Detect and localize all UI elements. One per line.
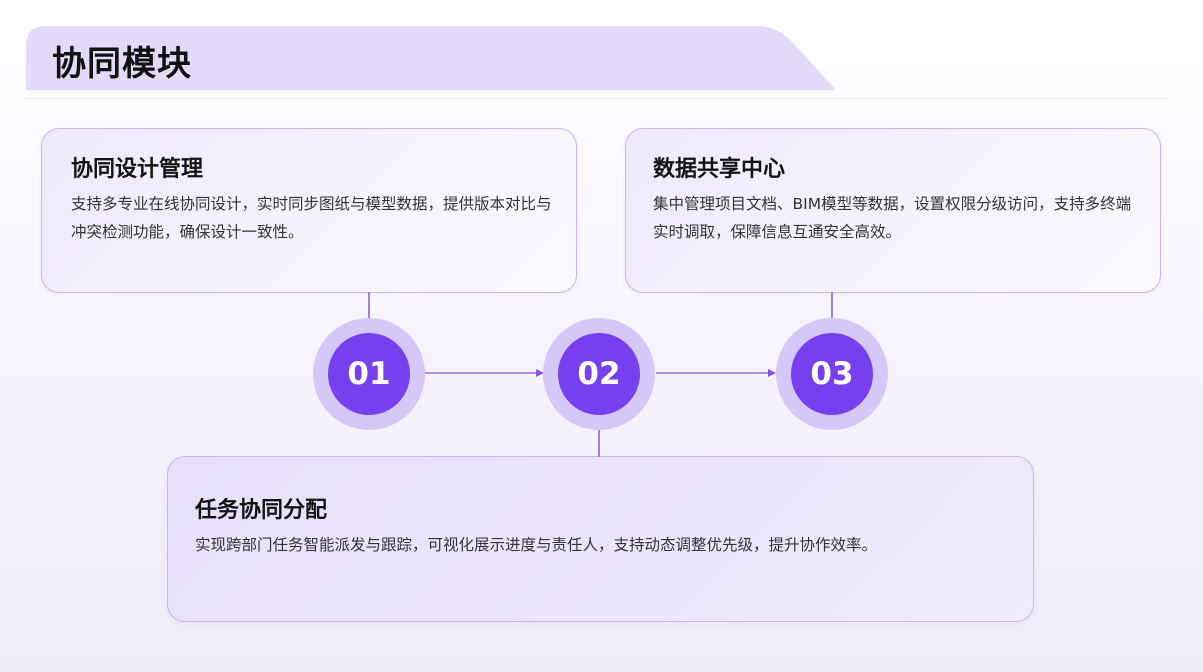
card-title: 任务协同分配 [195,498,328,523]
card-description: 支持多专业在线协同设计，实时同步图纸与模型数据，提供版本对比与冲突检测功能，确保… [71,195,552,241]
card-title: 协同设计管理 [71,157,204,182]
card-description: 实现跨部门任务智能派发与跟踪，可视化展示进度与责任人，支持动态调整优先级，提升协… [195,536,878,554]
step-circle-02: 02 [543,318,655,430]
connector-line-02 [598,428,600,457]
connector-line-03 [831,292,833,322]
card-title: 数据共享中心 [653,157,786,182]
arrow-02-to-03 [656,369,776,377]
title-tab-shape [26,26,836,90]
step-circle-01: 01 [313,318,425,430]
arrow-01-to-02 [424,369,544,377]
step-number: 01 [328,333,410,415]
step-circle-03: 03 [776,318,888,430]
step-number: 02 [558,333,640,415]
card-task-assignment: 任务协同分配 实现跨部门任务智能派发与跟踪，可视化展示进度与责任人，支持动态调整… [167,456,1034,622]
card-description: 集中管理项目文档、BIM模型等数据，设置权限分级访问，支持多终端实时调取，保障信… [653,195,1132,241]
header-divider [26,98,1170,99]
card-data-sharing: 数据共享中心 集中管理项目文档、BIM模型等数据，设置权限分级访问，支持多终端实… [625,128,1161,293]
card-collab-design: 协同设计管理 支持多专业在线协同设计，实时同步图纸与模型数据，提供版本对比与冲突… [41,128,577,293]
step-number: 03 [791,333,873,415]
connector-line-01 [368,292,370,322]
page-title: 协同模块 [52,44,192,84]
